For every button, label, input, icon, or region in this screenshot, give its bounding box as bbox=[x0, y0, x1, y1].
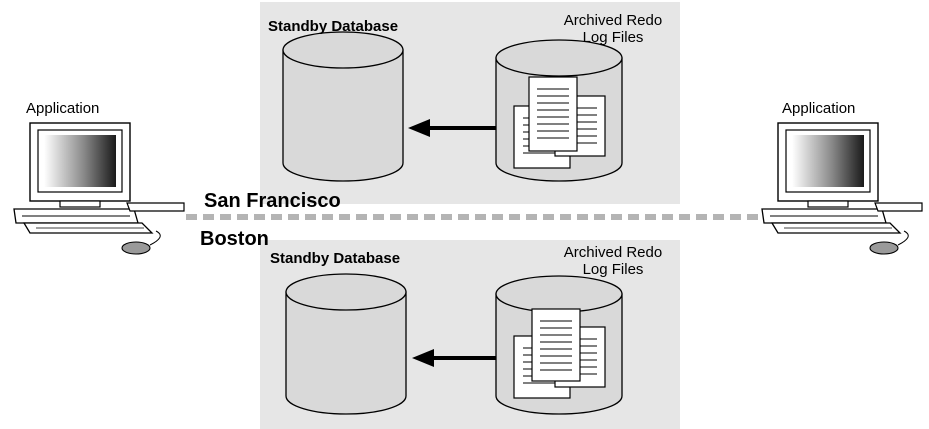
archived-logs-line2-top: Log Files bbox=[582, 29, 644, 47]
location-label-san-francisco: San Francisco bbox=[204, 190, 341, 212]
archived-logs-line1-bottom: Archived Redo bbox=[563, 244, 663, 261]
archived-logs-line1-top: Archived Redo bbox=[563, 12, 663, 29]
application-label-left: Application bbox=[26, 100, 100, 117]
location-label-boston: Boston bbox=[200, 228, 269, 250]
log-file-documents-top bbox=[513, 76, 606, 169]
standby-database-cylinder-bottom bbox=[285, 273, 407, 415]
computer-icon-left bbox=[13, 122, 185, 255]
apply-arrow-top bbox=[408, 119, 496, 137]
application-label-right: Application bbox=[782, 100, 856, 117]
archived-logs-label-top: Archived Redo Log Files bbox=[548, 12, 678, 47]
apply-arrow-bottom bbox=[412, 349, 496, 367]
archived-logs-line2-bottom: Log Files bbox=[582, 261, 644, 279]
standby-database-cylinder-top bbox=[282, 31, 404, 182]
log-file-documents-bottom bbox=[513, 308, 606, 399]
archived-logs-label-bottom: Archived Redo Log Files bbox=[548, 244, 678, 279]
standby-database-label-top: Standby Database bbox=[268, 18, 399, 35]
standby-database-label-bottom: Standby Database bbox=[270, 250, 401, 267]
computer-icon-right bbox=[761, 122, 923, 255]
